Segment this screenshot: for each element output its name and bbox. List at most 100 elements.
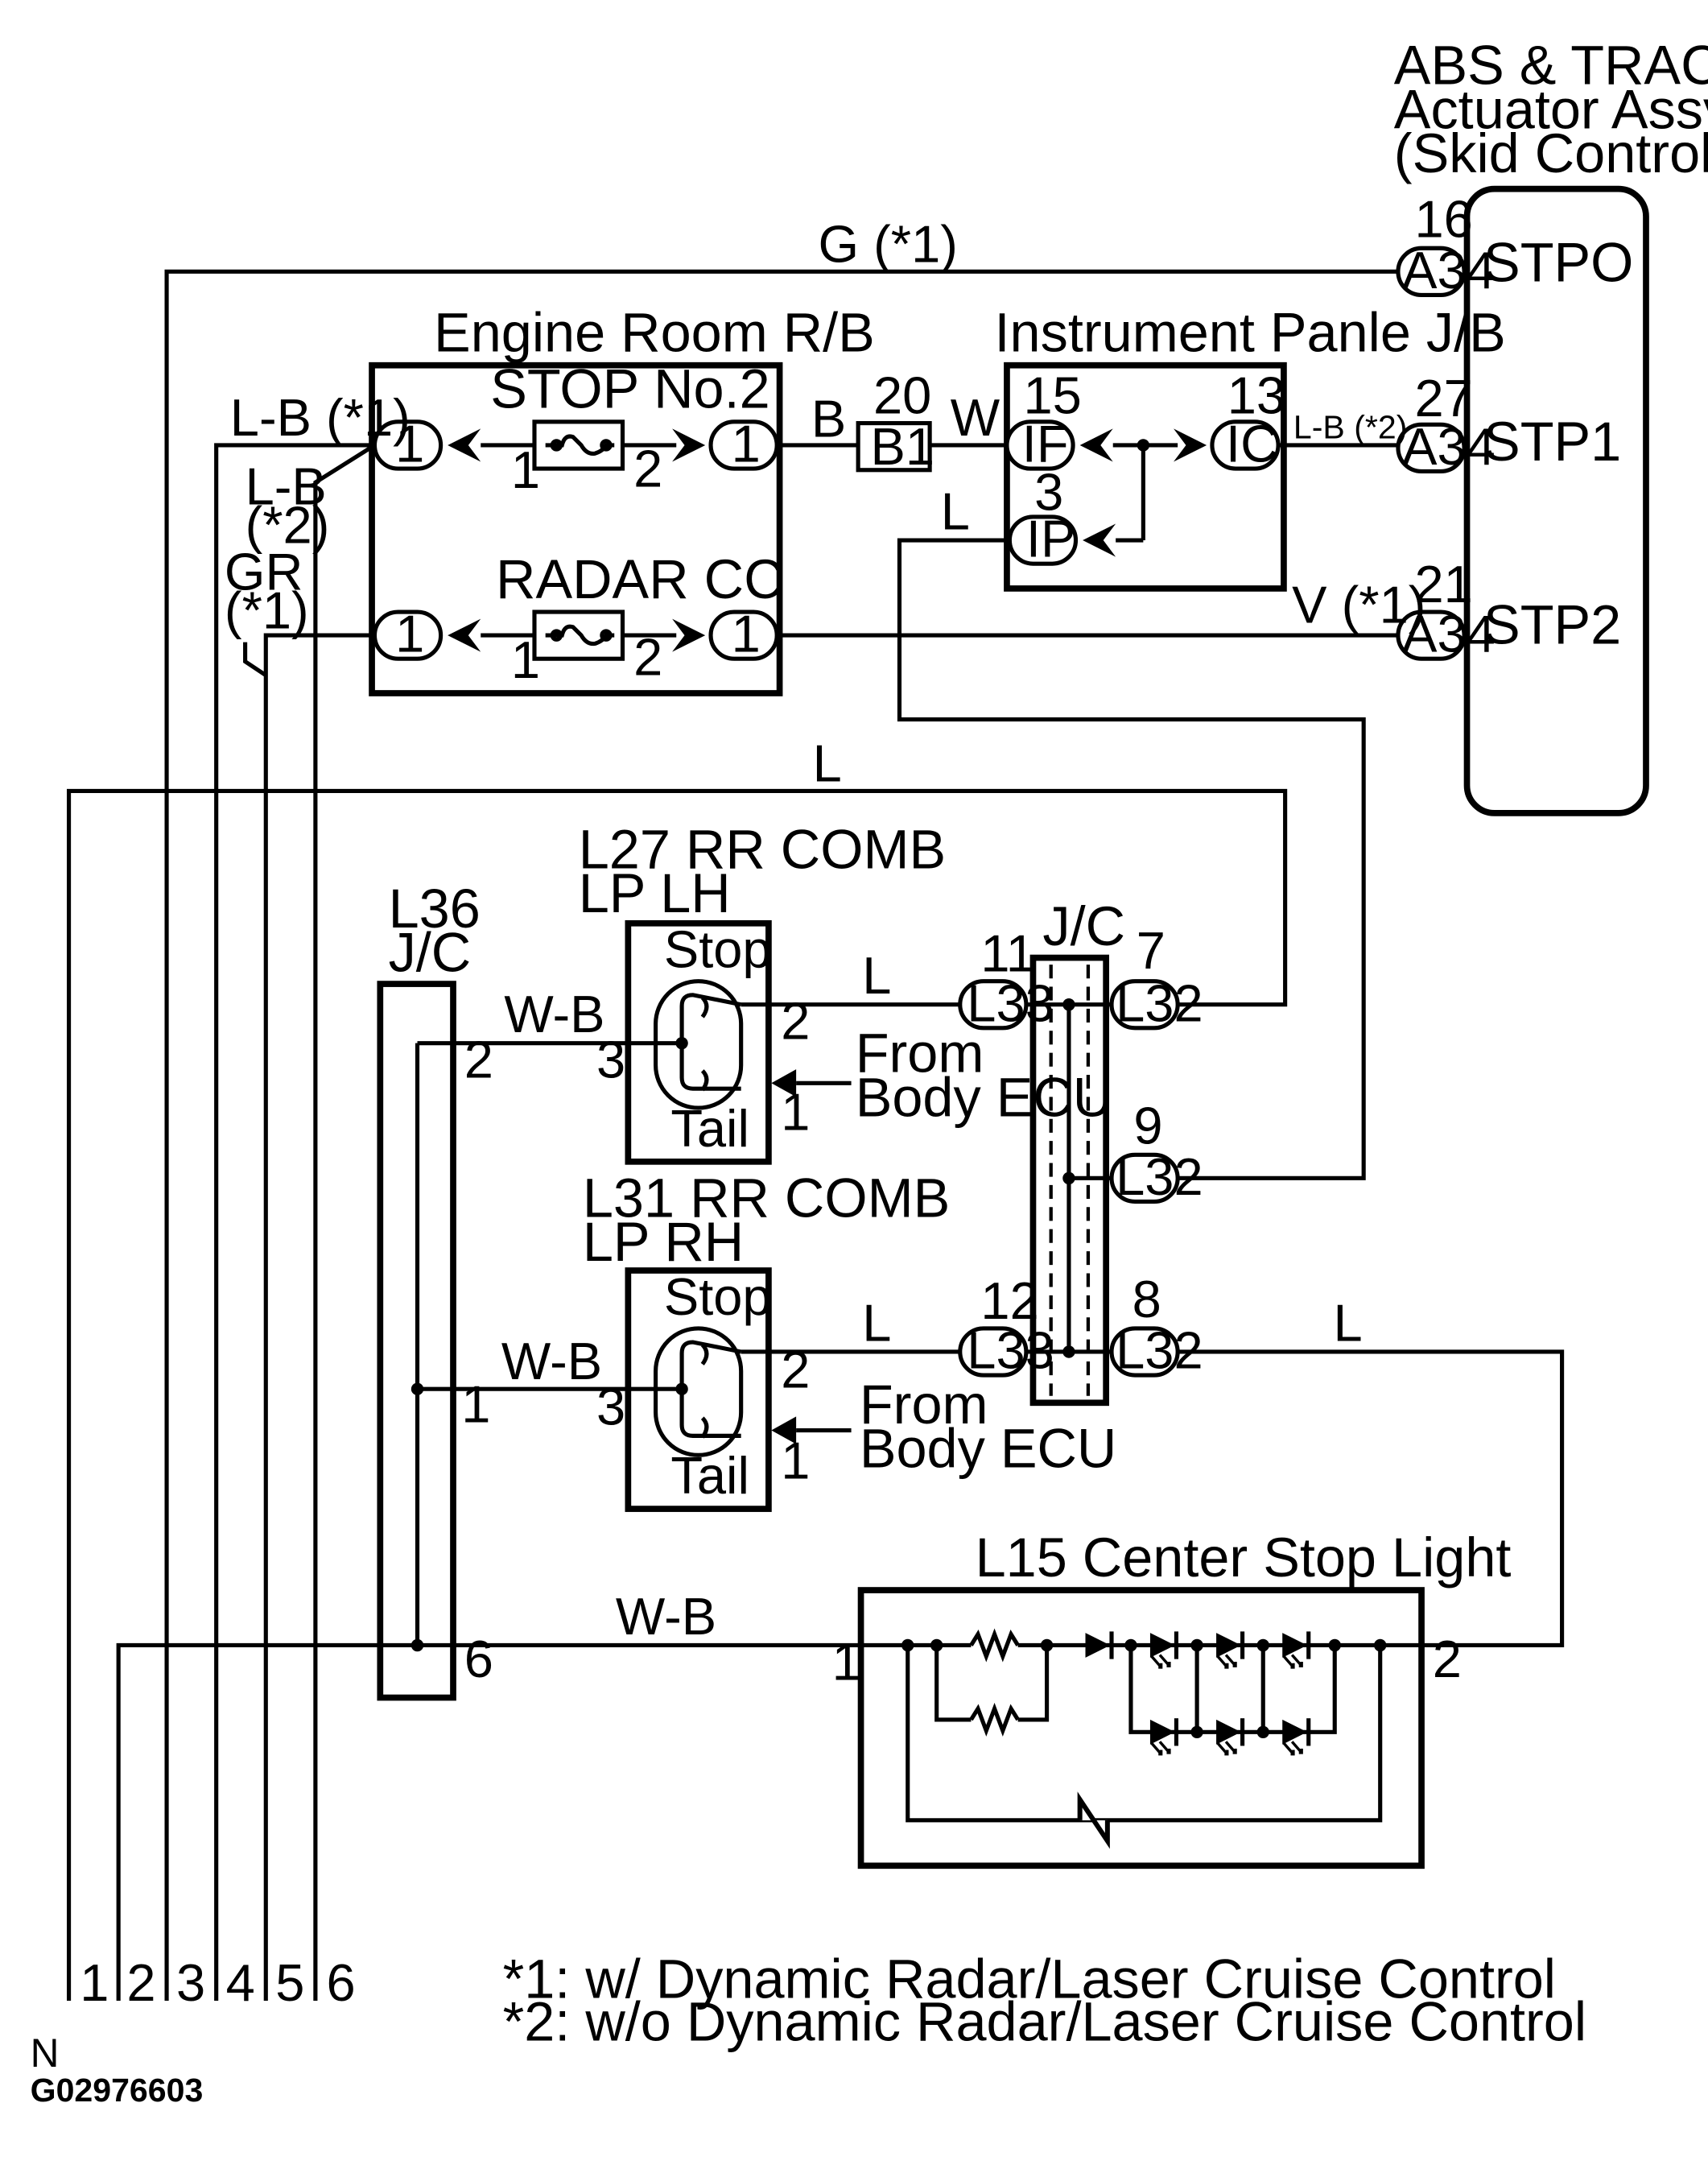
l31-pin2: 2	[781, 1340, 810, 1398]
note-star2: *2: w/o Dynamic Radar/Laser Cruise Contr…	[503, 1991, 1586, 2053]
jc-pin9: 9	[1133, 1097, 1162, 1155]
terminal-5: 5	[275, 1953, 304, 2012]
l31-from: From	[860, 1374, 988, 1436]
led-1	[1150, 1631, 1177, 1669]
radar-right-conn-label: 1	[732, 605, 761, 663]
terminal-4: 4	[226, 1953, 255, 2012]
l36-pin1: 1	[461, 1374, 490, 1433]
fuse-stop-pin1: 1	[511, 440, 540, 499]
diode-1	[1085, 1631, 1112, 1659]
ecu-title-line1: ABS & TRACTION	[1394, 35, 1708, 97]
terminal-6: 6	[327, 1953, 356, 2012]
l27-pin2: 2	[781, 992, 810, 1051]
l31-title: L31 RR COMB	[583, 1167, 950, 1229]
stop-right-arrow	[672, 428, 706, 462]
wire-gr-star1: (*1)	[225, 581, 309, 640]
l15-pin2: 2	[1433, 1630, 1462, 1688]
ipjb-if-label: IF	[1022, 414, 1069, 473]
l36-pin6: 6	[464, 1630, 493, 1688]
engine-rb-box	[369, 362, 783, 696]
led-6	[1282, 1718, 1309, 1756]
l36-jc: L36 J/C 2 1 6	[377, 878, 493, 1701]
l27-tail: Tail	[670, 1099, 749, 1158]
wire-gr-label: GR	[225, 543, 303, 601]
jc-pin7: 7	[1137, 921, 1165, 980]
note-star1: *1: w/ Dynamic Radar/Laser Cruise Contro…	[503, 1948, 1556, 2010]
ecu-pin-stp2: STP2	[1483, 593, 1621, 655]
jc-pin12: 12	[980, 1271, 1038, 1330]
radar-right-arrow	[672, 618, 706, 652]
ecu-conn-a34-stp1: A34	[1402, 417, 1496, 476]
stop-right-conn-label: 1	[732, 414, 761, 473]
jc-pin8: 8	[1132, 1270, 1161, 1328]
ecu-title-line2: Actuator Assy	[1394, 78, 1708, 140]
fuse-stop-no2	[532, 419, 625, 471]
ipjb-ic-num: 13	[1227, 366, 1285, 425]
jc-pin11: 11	[980, 924, 1035, 983]
radar-left-conn-label: 1	[395, 605, 424, 663]
led-2	[1216, 1631, 1243, 1669]
l31-tail: Tail	[670, 1446, 749, 1505]
led-3	[1282, 1631, 1309, 1669]
engine-rb-title: Engine Room R/B	[434, 302, 875, 364]
jc-l33-11: L33	[967, 973, 1054, 1032]
wire-l-l31: L	[862, 1293, 891, 1352]
ecu-block: ABS & TRACTION Actuator Assy (Skid Contr…	[1394, 35, 1708, 816]
ipjb-ip-num: 3	[1034, 462, 1063, 521]
ipjb-ic-arrow	[1174, 428, 1207, 462]
led-5	[1216, 1718, 1243, 1756]
wire-g-star1: G (*1)	[819, 214, 958, 273]
ecu-pin-stpo: STPO	[1483, 231, 1633, 293]
ecu-title-line3: (Skid Control ECU)	[1394, 122, 1708, 184]
terminal-1: 1	[80, 1953, 109, 2012]
fuse-stop-pin2: 2	[633, 439, 662, 498]
fuse-radar-cc-label: RADAR CC	[496, 548, 783, 610]
bottom-terminals: 1 2 3 4 5 6	[80, 1953, 355, 2012]
l36-subtitle: J/C	[389, 922, 472, 984]
led-4	[1150, 1718, 1177, 1756]
l31-stop: Stop	[664, 1267, 772, 1326]
ecu-pin-stp1: STP1	[1483, 411, 1621, 473]
jc-l33-12: L33	[967, 1321, 1054, 1380]
terminal-3: 3	[176, 1953, 205, 2012]
wire-b: B	[811, 390, 846, 448]
l27-title: L27 RR COMB	[579, 818, 946, 880]
b1-pin-num: 20	[873, 366, 931, 425]
ipjb-title: Instrument Panle J/B	[995, 302, 1506, 364]
fuse-radar-pin1: 1	[511, 630, 540, 689]
jc-l32-9: L32	[1116, 1147, 1203, 1206]
l31-body-ecu: Body ECU	[860, 1418, 1117, 1480]
footer-code: G02976603	[31, 2072, 204, 2109]
engine-room-rb: Engine Room R/B STOP No.2 1 2 1 1 RADAR …	[369, 302, 875, 696]
wire-lb-star2-right: L-B (*2)	[1293, 408, 1407, 445]
fuse-stop-no2-label: STOP No.2	[490, 358, 769, 420]
wire-l-l27: L	[862, 946, 891, 1005]
l15-pin1: 1	[832, 1632, 861, 1691]
ipjb-ip-arrow	[1083, 523, 1116, 557]
ecu-pin-num-16: 16	[1414, 190, 1472, 249]
wire-wb-bottom: W-B	[616, 1587, 716, 1646]
stop-left-arrow	[448, 428, 481, 462]
ipjb-box	[1004, 362, 1287, 592]
stop-left-conn-label: 1	[395, 414, 424, 473]
ipjb-ip-label: IP	[1026, 510, 1075, 568]
l31-pin3: 3	[596, 1378, 625, 1436]
l27-body-ecu: Body ECU	[856, 1066, 1113, 1128]
l27-pin3: 3	[596, 1030, 625, 1089]
l31-rr-comb-lp-rh: L31 RR COMB LP RH Stop Tail W-B 3 L 2 1 …	[417, 1167, 1117, 1512]
jc-l32-l33: J/C 11 L33 7 L32 9 L32 12 L33 8 L32 L	[960, 895, 1565, 1648]
ecu-pin-num-21: 21	[1414, 555, 1472, 614]
fuse-radar-cc	[532, 609, 625, 661]
wire-wb-l31: W-B	[501, 1332, 602, 1390]
top-wiring: G (*1) L-B (*1) L-B (*2) GR (*1) B W L-B…	[66, 214, 1425, 2002]
wire-lb-label: L-B	[245, 457, 327, 516]
instrument-panel-jb: Instrument Panle J/B 15 IF 13 IC 3 IP	[995, 302, 1506, 592]
wire-lb-star1: L-B (*1)	[230, 388, 410, 447]
l36-pin2: 2	[464, 1030, 493, 1089]
ecu-conn-a34-stpo: A34	[1402, 241, 1496, 300]
wire-l-ip: L	[941, 481, 970, 540]
b1-label: B1	[871, 417, 935, 476]
b1-connector: 20 B1	[856, 366, 935, 476]
ecu-pin-num-27: 27	[1414, 369, 1472, 428]
